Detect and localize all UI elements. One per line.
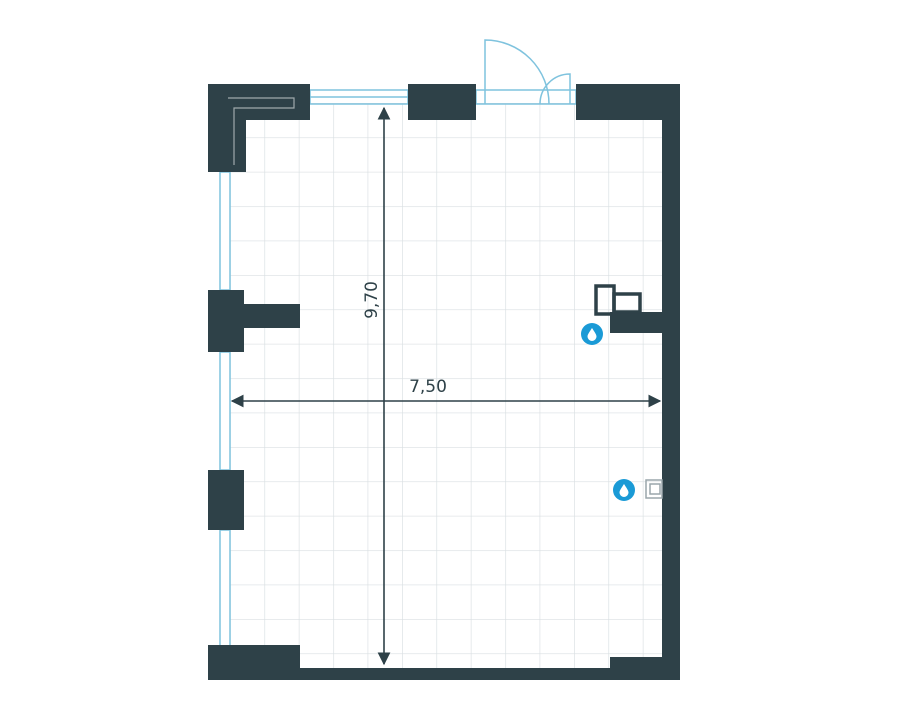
wall-top-middle xyxy=(408,84,476,120)
water-point-icon xyxy=(613,479,635,501)
water-point-icon xyxy=(581,323,603,345)
wall-right-stub xyxy=(610,312,680,333)
wall-bottom-right-column xyxy=(610,657,680,680)
drain-fixture xyxy=(645,479,663,499)
wall-right xyxy=(662,84,680,680)
width-dimension-label: 7,50 xyxy=(409,377,447,397)
window-left-lower xyxy=(219,529,231,651)
wall-left-partition xyxy=(208,304,300,328)
height-dimension-label: 9,70 xyxy=(362,281,382,319)
window-left-upper xyxy=(219,171,231,291)
wall-left-pier-2 xyxy=(208,470,244,530)
walls xyxy=(208,84,680,680)
wall-bottom xyxy=(208,668,680,680)
wall-top-left-side xyxy=(208,84,246,172)
window-left-middle xyxy=(219,351,231,471)
utility-shaft xyxy=(594,284,642,316)
floor-grid xyxy=(230,103,662,670)
window-reveal-top-left xyxy=(228,97,295,165)
entrance-door xyxy=(475,39,577,105)
